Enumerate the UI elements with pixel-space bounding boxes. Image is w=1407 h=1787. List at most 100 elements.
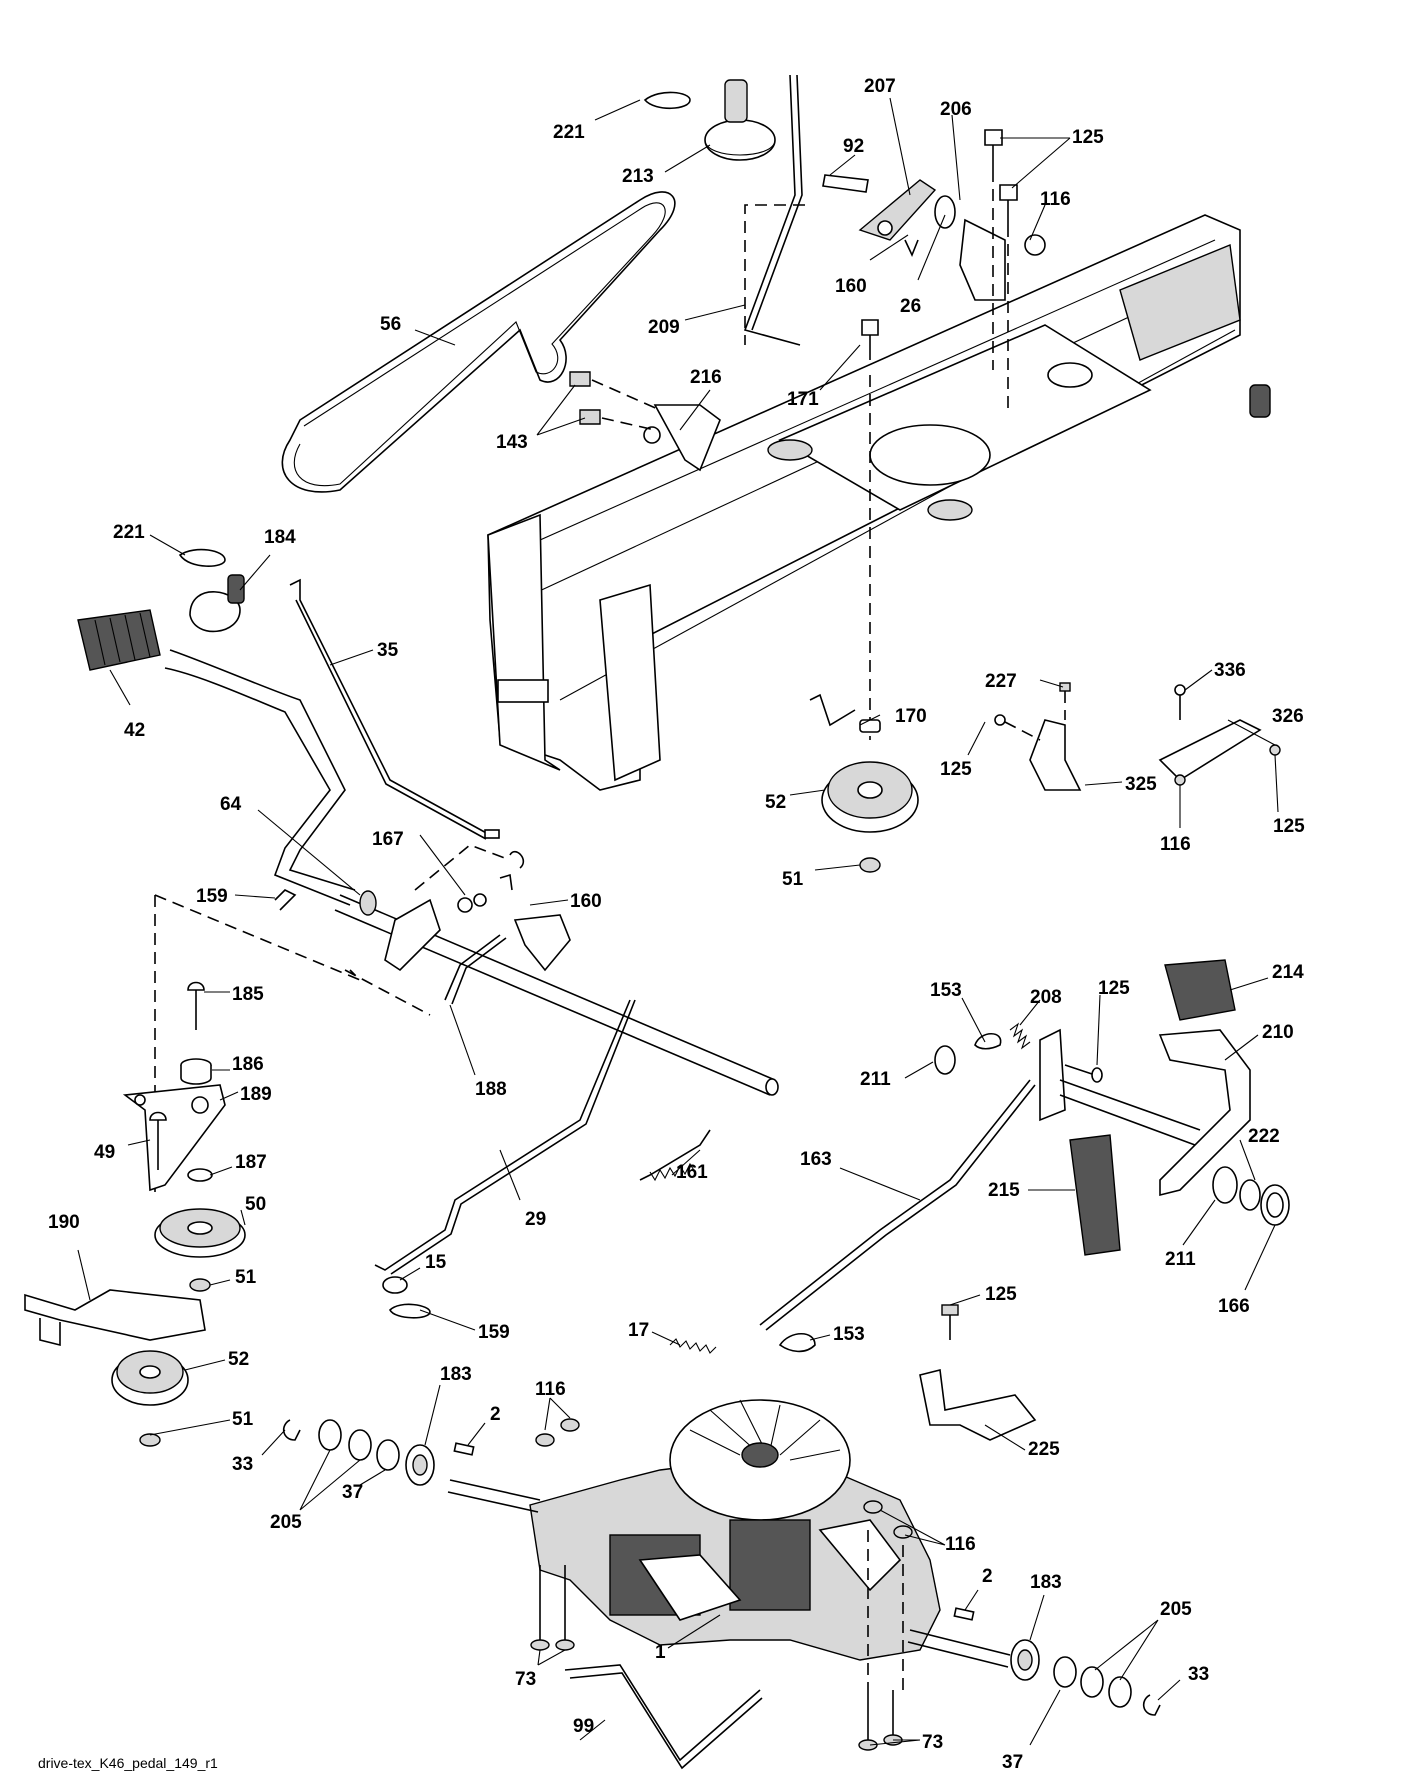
label-56: 56 [380,314,401,335]
label-183-right: 183 [1030,1572,1062,1593]
label-326: 326 [1272,706,1304,727]
label-187: 187 [235,1152,267,1173]
label-170: 170 [895,706,927,727]
pedal-210 [1158,1029,1251,1197]
label-2-right: 2 [982,1566,993,1587]
lever-64 [164,649,356,906]
clip-221-mid [178,548,226,567]
label-51-mid: 51 [782,869,804,890]
pin-159-bot [389,1303,431,1319]
clip-153-top [974,1032,1002,1050]
clip-153-bot [778,1332,816,1353]
pulley-50 [154,1208,246,1258]
label-116-axle: 116 [535,1379,566,1400]
bracket-326 [1158,684,1281,786]
plate-189 [122,1084,226,1192]
label-225: 225 [1028,1439,1060,1460]
bolt-185 [187,981,205,1030]
label-125-b1: 125 [940,759,972,780]
transaxle-1 [529,1399,941,1661]
label-222: 222 [1248,1126,1280,1147]
bolt-171 [861,319,879,360]
key-2-left [453,1442,475,1456]
label-190: 190 [48,1212,80,1233]
label-153-bot: 153 [833,1324,865,1345]
label-159-bot: 159 [478,1322,510,1343]
label-42: 42 [124,720,145,741]
clip-33-left [282,1419,301,1441]
bolt-49 [149,1111,167,1170]
label-205-left: 205 [270,1512,302,1533]
label-186: 186 [232,1054,264,1075]
label-188: 188 [475,1079,507,1100]
label-221-mid: 221 [113,522,145,543]
label-213: 213 [622,166,654,187]
label-73-right: 73 [922,1732,943,1753]
washer-211-bot [1212,1166,1238,1204]
axle-left [447,1479,541,1513]
washers-205-left [318,1419,400,1471]
link-188 [444,934,507,1005]
rod-163 [759,1079,1036,1331]
pulley-52-low [111,1350,189,1406]
washer-187 [187,1168,213,1182]
label-37-right: 37 [1002,1752,1023,1773]
rod-209 [743,74,803,346]
label-37-left: 37 [342,1482,363,1503]
label-210: 210 [1262,1022,1294,1043]
spring-161 [639,1129,711,1182]
label-167: 167 [372,829,404,850]
nuts-116-axle [535,1418,580,1447]
bushing-186 [180,1058,212,1085]
label-33-right: 33 [1188,1664,1209,1685]
bolt-125-pedal [1064,1064,1103,1083]
label-206: 206 [940,99,972,120]
bracket-216 [569,371,721,472]
label-35: 35 [377,640,399,661]
label-125-top: 125 [1072,127,1104,148]
rod-35 [289,578,500,840]
label-1: 1 [655,1642,666,1663]
washer-15 [382,1276,408,1294]
label-216: 216 [690,367,722,388]
label-125-plate: 125 [985,1284,1017,1305]
label-153-top: 153 [930,980,962,1001]
label-160-mid: 160 [570,891,602,912]
label-116-right: 116 [945,1534,976,1555]
label-26: 26 [900,296,921,317]
bracket-190 [24,1289,206,1347]
pin-159-top [274,889,297,911]
label-208: 208 [1030,987,1062,1008]
label-189: 189 [240,1084,272,1105]
knob-184 [189,574,245,633]
label-51-low: 51 [235,1267,257,1288]
label-183-left: 183 [440,1364,472,1385]
label-50: 50 [245,1194,266,1215]
washers-205-right [1053,1656,1132,1708]
nuts-116-right [863,1500,913,1539]
bolts-125-top [984,129,1018,225]
label-116-mid: 116 [1160,834,1191,855]
label-125-pedal: 125 [1098,978,1130,999]
label-161: 161 [676,1162,708,1183]
label-73-left: 73 [515,1669,536,1690]
label-52-low: 52 [228,1349,249,1370]
label-116-top: 116 [1040,189,1071,210]
axle-right [907,1629,1011,1668]
label-336: 336 [1214,660,1246,681]
bolt-227 [1059,682,1071,720]
label-205-right: 205 [1160,1599,1192,1620]
bracket-325 [994,714,1082,791]
nut-51-bot [139,1433,161,1447]
bracket-207 [822,174,937,241]
cover-215 [1069,1134,1121,1256]
label-184: 184 [264,527,296,548]
part-labels: 221 213 207 206 92 125 116 160 26 56 209… [48,76,1305,1773]
frame-assembly [487,214,1271,791]
label-125-b2: 125 [1273,816,1305,837]
drive-belt [281,191,676,493]
leader-lines [77,97,1279,1746]
label-99: 99 [573,1716,594,1737]
shaft-assembly-pedal [334,850,779,1096]
